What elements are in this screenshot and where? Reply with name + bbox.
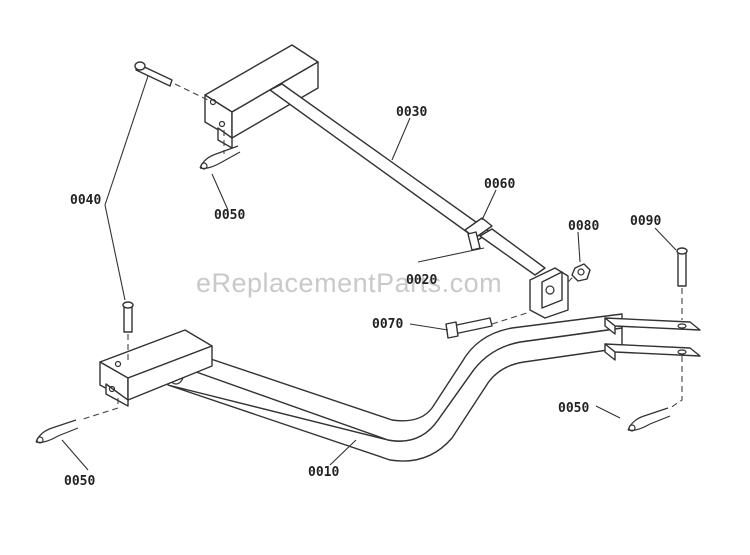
hairpin-top bbox=[199, 145, 241, 170]
collar-0060 bbox=[464, 217, 493, 251]
leader-lines bbox=[61, 75, 677, 471]
pivot-bracket bbox=[529, 267, 569, 319]
hairpin-left bbox=[35, 419, 79, 444]
label-0040: 0040 bbox=[70, 193, 101, 208]
pin-0040-lower bbox=[122, 301, 134, 333]
label-0010: 0010 bbox=[308, 465, 339, 480]
label-0090: 0090 bbox=[630, 214, 661, 229]
label-0020: 0020 bbox=[406, 273, 437, 288]
main-frame bbox=[167, 313, 623, 462]
watermark: eReplacementParts.com bbox=[196, 268, 502, 298]
nut-0080 bbox=[571, 263, 591, 282]
label-0050-right: 0050 bbox=[558, 401, 589, 416]
label-0080: 0080 bbox=[568, 219, 599, 234]
label-0050-top: 0050 bbox=[214, 208, 245, 223]
upper-tube bbox=[269, 83, 491, 241]
upper-bracket bbox=[204, 44, 319, 149]
hairpin-right bbox=[627, 407, 671, 432]
pin-0040-top bbox=[134, 61, 173, 87]
hitch-plates bbox=[604, 317, 701, 361]
alignment-lines bbox=[79, 83, 683, 421]
lower-tube bbox=[479, 228, 546, 276]
pin-0090 bbox=[676, 247, 688, 287]
label-0060: 0060 bbox=[484, 177, 515, 192]
label-0050-left: 0050 bbox=[64, 474, 95, 489]
label-0070: 0070 bbox=[372, 317, 403, 332]
lower-bracket bbox=[99, 329, 213, 407]
bolt-0070 bbox=[445, 317, 493, 339]
label-0030: 0030 bbox=[396, 105, 427, 120]
